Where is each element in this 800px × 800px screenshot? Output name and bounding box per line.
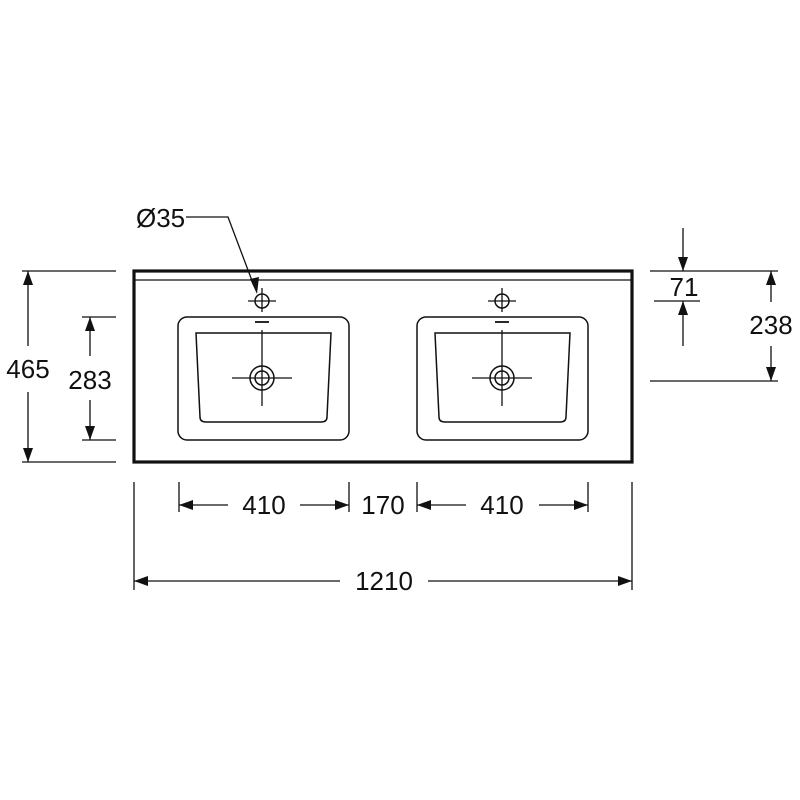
- basin-left-inner-bowl: [195, 332, 332, 423]
- tap-hole-diameter-arrow-icon: [250, 277, 259, 294]
- basin-left-outer-rim: [177, 316, 350, 441]
- overall-width-dimension: 1210: [133, 482, 633, 596]
- countertop: [132, 269, 634, 464]
- tap-hole-diameter-leader: [186, 216, 255, 287]
- edge-to-drain-label: 238: [749, 310, 792, 340]
- edge-to-tap-label: 71: [670, 272, 699, 302]
- countertop-outline: [132, 269, 634, 464]
- basin-right-outer-rim: [416, 316, 589, 441]
- basin-width-right-label: 410: [480, 490, 523, 520]
- basin-depth-label: 283: [68, 365, 111, 395]
- basin-width-dimensions: 410 170 410: [178, 482, 589, 520]
- tap-hole-diameter-label: Ø35: [136, 203, 185, 233]
- basin-depth-dimension: 283: [68, 316, 116, 441]
- overall-depth-label: 465: [6, 354, 49, 384]
- edge-offset-dimensions: 71 238: [650, 228, 793, 382]
- basin-right: [416, 288, 589, 441]
- overall-depth-dimension: 465: [6, 270, 116, 463]
- basin-left: [177, 288, 350, 441]
- basin-right-inner-bowl: [434, 332, 571, 423]
- basin-spacing-label: 170: [361, 490, 404, 520]
- basin-width-left-label: 410: [242, 490, 285, 520]
- overall-width-label: 1210: [355, 566, 413, 596]
- tap-hole-diameter-callout: Ø35: [136, 203, 259, 294]
